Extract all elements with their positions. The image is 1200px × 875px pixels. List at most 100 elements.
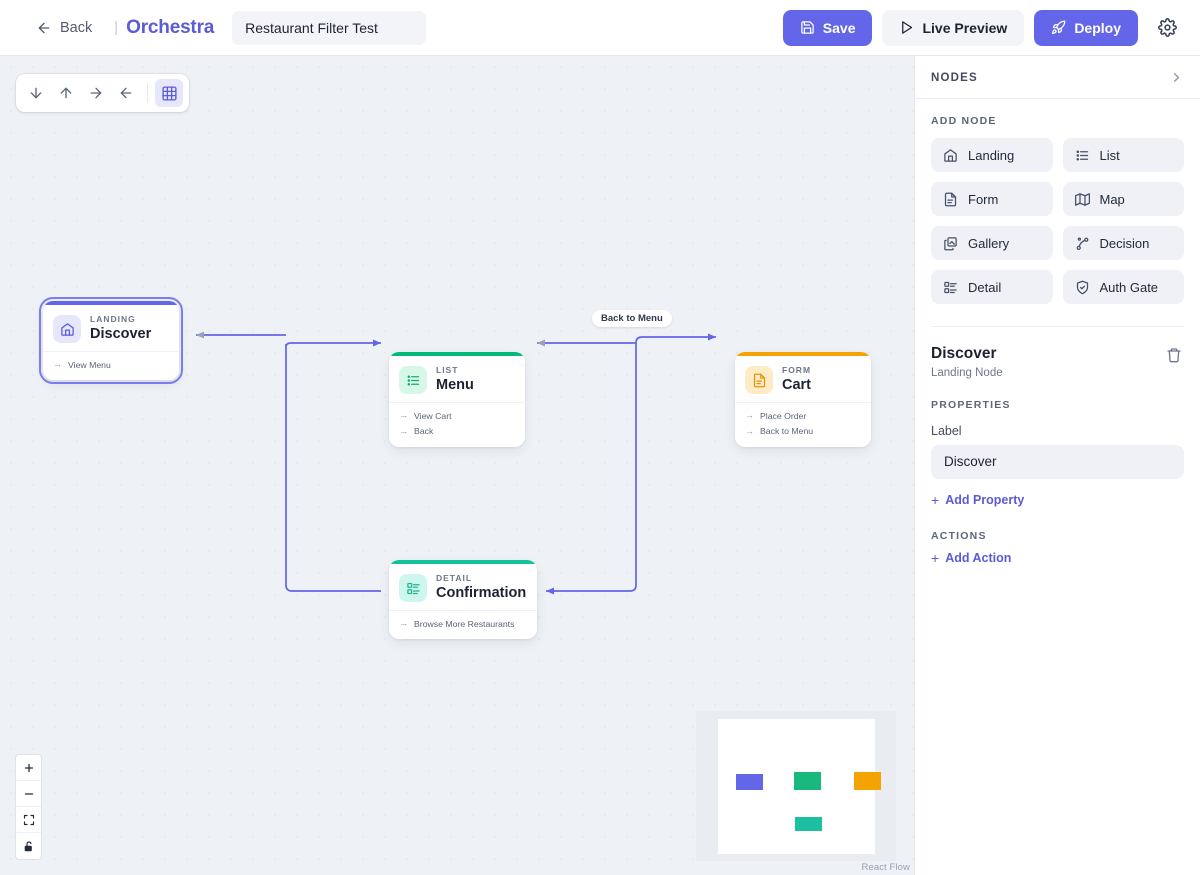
node-action-label: Place Order [760, 410, 807, 421]
arrow-right-icon: → [399, 426, 408, 437]
align-left-button[interactable] [112, 79, 140, 107]
zoom-in-button[interactable] [16, 755, 41, 781]
add-node-auth-gate[interactable]: Auth Gate [1062, 270, 1184, 304]
flow-node-confirmation[interactable]: DETAIL Confirmation → Browse More Restaur… [389, 560, 537, 640]
chevron-right-icon[interactable] [1169, 70, 1184, 85]
add-node-map[interactable]: Map [1062, 182, 1184, 216]
header-actions: Save Live Preview Deploy [782, 9, 1184, 46]
selected-node-kind: Landing Node [931, 366, 1003, 379]
actions-section: ACTIONS + Add Action [915, 508, 1200, 566]
fit-view-icon [23, 814, 34, 825]
save-button[interactable]: Save [782, 9, 873, 46]
label-field-input[interactable] [931, 444, 1184, 479]
arrow-right-icon: → [745, 426, 754, 437]
node-accent-bar [389, 560, 537, 564]
add-node-label: Form [968, 191, 999, 207]
align-up-button[interactable] [52, 79, 80, 107]
node-actions: → Browse More Restaurants [389, 610, 537, 639]
minimap[interactable] [696, 711, 896, 861]
flow-node-cart[interactable]: FORM Cart →Place Order →Back to Menu [735, 352, 871, 447]
actions-title: ACTIONS [931, 529, 987, 542]
lock-toggle-button[interactable] [16, 833, 41, 859]
selected-node-header: Discover Landing Node [915, 327, 1200, 379]
back-label: Back [60, 19, 93, 36]
arrow-right-icon: → [53, 359, 62, 370]
live-preview-button[interactable]: Live Preview [882, 9, 1025, 46]
node-action[interactable]: →View Menu [53, 357, 169, 373]
back-button[interactable]: Back [28, 14, 100, 42]
play-icon [902, 21, 913, 34]
align-right-button[interactable] [82, 79, 110, 107]
node-accent-bar [43, 301, 179, 305]
node-header: DETAIL Confirmation [389, 564, 537, 610]
node-action[interactable]: → Back [399, 424, 515, 440]
node-label: Discover [90, 326, 152, 343]
node-action-label: Browse More Restaurants [414, 618, 515, 629]
rocket-icon [1052, 20, 1066, 35]
arrow-left-icon [38, 22, 50, 33]
zoom-out-button[interactable] [16, 781, 41, 807]
toggle-grid-button[interactable] [155, 79, 183, 107]
node-kind: LANDING [90, 314, 136, 324]
alignment-toolbar [16, 74, 189, 112]
add-node-label: Map [1099, 191, 1125, 207]
save-disk-icon [801, 21, 814, 34]
add-node-list[interactable]: List [1062, 138, 1184, 172]
zoom-controls [16, 755, 41, 859]
deploy-button[interactable]: Deploy [1034, 9, 1138, 46]
detail-icon [944, 281, 957, 293]
nodes-panel-header[interactable]: NODES [915, 56, 1200, 99]
list-icon [399, 366, 427, 395]
shield-check-icon [1076, 280, 1088, 294]
add-action-button[interactable]: + Add Action [931, 550, 1184, 566]
plus-icon: + [931, 549, 940, 566]
node-action[interactable]: →View Cart [399, 408, 515, 424]
node-header: LIST Menu [389, 356, 525, 402]
react-flow-attribution[interactable]: React Flow [861, 862, 910, 873]
project-title-input[interactable] [232, 10, 427, 45]
node-header: LANDING Discover [43, 305, 179, 351]
add-node-gallery[interactable]: Gallery [931, 226, 1053, 260]
delete-node-button[interactable] [1164, 345, 1184, 370]
flow-node-discover[interactable]: LANDING Discover →View Menu [39, 296, 183, 385]
properties-section: PROPERTIES Label + Add Property [915, 379, 1200, 508]
gear-icon [1157, 18, 1177, 37]
node-action-label: View Cart [414, 410, 452, 421]
nodes-panel-title: NODES [931, 71, 978, 84]
node-action[interactable]: →Place Order [745, 408, 861, 424]
brand-logo: Orchestra [126, 16, 215, 38]
edge-label-back-to-menu[interactable]: Back to Menu [592, 310, 672, 327]
add-node-form[interactable]: Form [931, 182, 1053, 216]
zoom-out-icon [24, 792, 33, 795]
fit-view-button[interactable] [16, 807, 41, 833]
align-down-button[interactable] [22, 79, 50, 107]
add-node-label: List [1099, 147, 1120, 163]
node-action[interactable]: →Back to Menu [745, 424, 861, 440]
selected-node-name: Discover [931, 345, 997, 362]
arrow-right-icon [90, 87, 102, 99]
home-icon [53, 315, 81, 344]
node-label: Cart [782, 377, 812, 394]
flow-node-menu[interactable]: LIST Menu →View Cart → Back [389, 352, 525, 447]
grid-icon [161, 85, 177, 101]
settings-button[interactable] [1150, 11, 1184, 45]
app-header: Back | Orchestra Save Live Preview Deplo… [0, 0, 1200, 56]
minimap-viewport [718, 719, 881, 854]
add-node-detail[interactable]: Detail [931, 270, 1053, 304]
add-node-landing[interactable]: Landing [931, 138, 1053, 172]
arrow-right-icon: → [399, 618, 408, 629]
label-field-label: Label [931, 423, 962, 438]
node-kind: FORM [782, 365, 812, 375]
node-action-label: Back [414, 426, 434, 437]
add-property-button[interactable]: + Add Property [931, 492, 1184, 508]
add-node-decision[interactable]: Decision [1062, 226, 1184, 260]
node-header: FORM Cart [735, 356, 871, 402]
arrow-down-icon [30, 87, 42, 99]
arrow-up-icon [60, 87, 72, 99]
flow-canvas[interactable]: LANDING Discover →View Menu LIST Menu [0, 56, 914, 875]
minimap-node [736, 774, 763, 790]
add-action-label: Add Action [945, 550, 1012, 565]
right-sidebar: NODES ADD NODE Landing List Form [914, 56, 1200, 875]
node-actions: →Place Order →Back to Menu [735, 402, 871, 446]
node-action[interactable]: → Browse More Restaurants [399, 616, 527, 632]
